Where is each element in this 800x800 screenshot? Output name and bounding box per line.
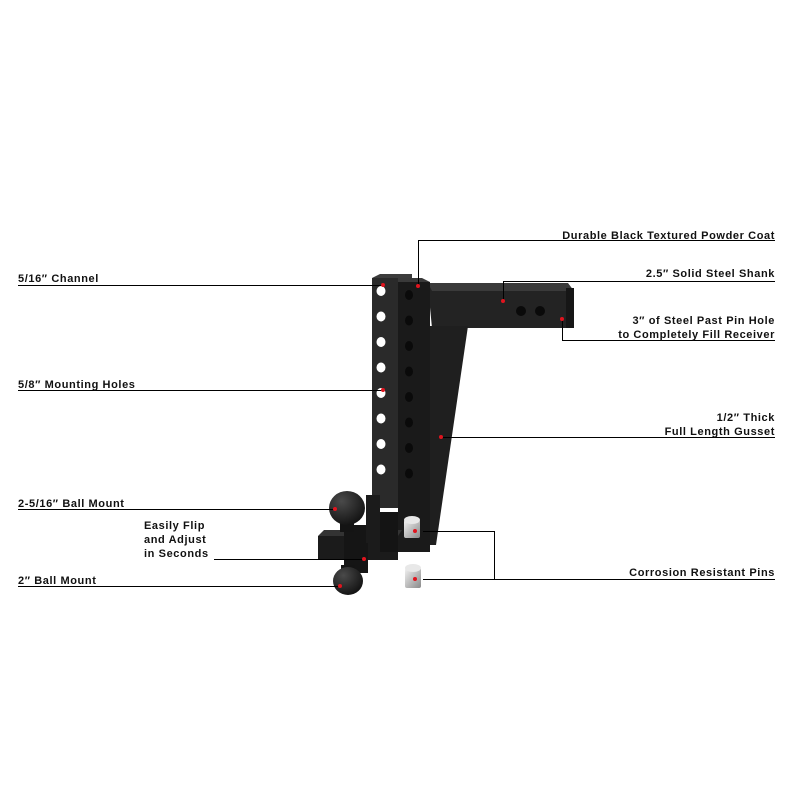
label-gusset-line2: Full Length Gusset — [664, 426, 775, 438]
leader-ball-large — [18, 509, 333, 510]
label-ball-large-text: 2-5/16″ Ball Mount — [18, 498, 125, 510]
label-flip-line2: and Adjust — [144, 534, 207, 546]
label-powder-coat: Durable Black Textured Powder Coat — [562, 229, 775, 243]
upright-hole — [405, 341, 413, 351]
label-ball-large: 2-5/16″ Ball Mount — [18, 497, 125, 511]
leader-pin-hole-v — [562, 319, 563, 340]
leader-gusset — [441, 437, 775, 438]
label-pin-hole-line2: to Completely Fill Receiver — [618, 329, 775, 341]
label-pin-hole-line1: 3″ of Steel Past Pin Hole — [632, 315, 775, 327]
label-shank: 2.5″ Solid Steel Shank — [646, 267, 775, 281]
label-powder-coat-text: Durable Black Textured Powder Coat — [562, 230, 775, 242]
leader-powder-coat-h — [418, 240, 775, 241]
upright-hole — [405, 417, 413, 428]
large-ball — [329, 491, 365, 532]
marker-channel — [381, 283, 385, 287]
marker-gusset — [439, 435, 443, 439]
channel-hole — [376, 413, 386, 424]
leader-mounting-holes — [18, 390, 383, 391]
label-channel: 5/16″ Channel — [18, 272, 99, 286]
channel-hole — [376, 464, 386, 475]
pin-upper — [404, 516, 420, 538]
leader-powder-coat-v — [418, 240, 419, 286]
label-pin-hole: 3″ of Steel Past Pin Hole to Completely … — [618, 314, 775, 342]
channel-hole — [376, 439, 386, 449]
label-mounting-holes: 5/8″ Mounting Holes — [18, 378, 136, 392]
label-pins-text: Corrosion Resistant Pins — [629, 567, 775, 579]
upright-hole — [405, 443, 413, 453]
label-pins: Corrosion Resistant Pins — [629, 566, 775, 580]
small-ball — [333, 565, 363, 595]
drop-upright — [398, 278, 430, 552]
marker-pin-upper — [413, 529, 417, 533]
channel-hole — [376, 362, 386, 373]
channel-hole — [376, 286, 386, 296]
upright-hole — [405, 315, 413, 326]
steel-shank — [428, 283, 574, 328]
leader-shank-v — [503, 281, 504, 301]
label-flip: Easily Flip and Adjust in Seconds — [144, 519, 209, 561]
label-gusset: 1/2″ Thick Full Length Gusset — [665, 411, 775, 439]
gusset — [428, 326, 468, 545]
channel-hole — [376, 337, 386, 347]
marker-ball-large — [333, 507, 337, 511]
marker-pin-hole — [560, 317, 564, 321]
upright-hole — [405, 468, 413, 479]
leader-flip — [214, 559, 364, 560]
leader-pins-lower — [423, 579, 775, 580]
label-shank-text: 2.5″ Solid Steel Shank — [645, 268, 775, 280]
label-flip-line1: Easily Flip — [144, 520, 206, 532]
upright-hole — [405, 290, 413, 300]
label-ball-small-text: 2″ Ball Mount — [18, 575, 97, 587]
marker-mounting-holes — [381, 388, 385, 392]
ball-mount-block — [318, 495, 402, 573]
upright-holes — [405, 290, 413, 479]
label-channel-text: 5/16″ Channel — [18, 273, 99, 285]
leader-pin-hole-h — [562, 340, 775, 341]
marker-powder-coat — [416, 284, 420, 288]
leader-channel — [18, 285, 385, 286]
leader-ball-small — [18, 586, 340, 587]
leader-pins-upper — [423, 531, 494, 532]
leader-shank-h — [503, 281, 775, 282]
marker-flip — [362, 557, 366, 561]
upright-hole — [405, 392, 413, 402]
marker-pin-lower — [413, 577, 417, 581]
label-ball-small: 2″ Ball Mount — [18, 574, 96, 588]
channel-hole — [376, 311, 386, 322]
pin-lower — [405, 564, 421, 588]
label-flip-line3: in Seconds — [144, 548, 209, 560]
channel-holes — [376, 286, 386, 475]
upright-hole — [405, 366, 413, 377]
marker-shank — [501, 299, 505, 303]
leader-pins-v — [494, 531, 495, 579]
marker-ball-small — [338, 584, 342, 588]
label-gusset-line1: 1/2″ Thick — [716, 412, 775, 424]
label-mounting-holes-text: 5/8″ Mounting Holes — [18, 379, 136, 391]
